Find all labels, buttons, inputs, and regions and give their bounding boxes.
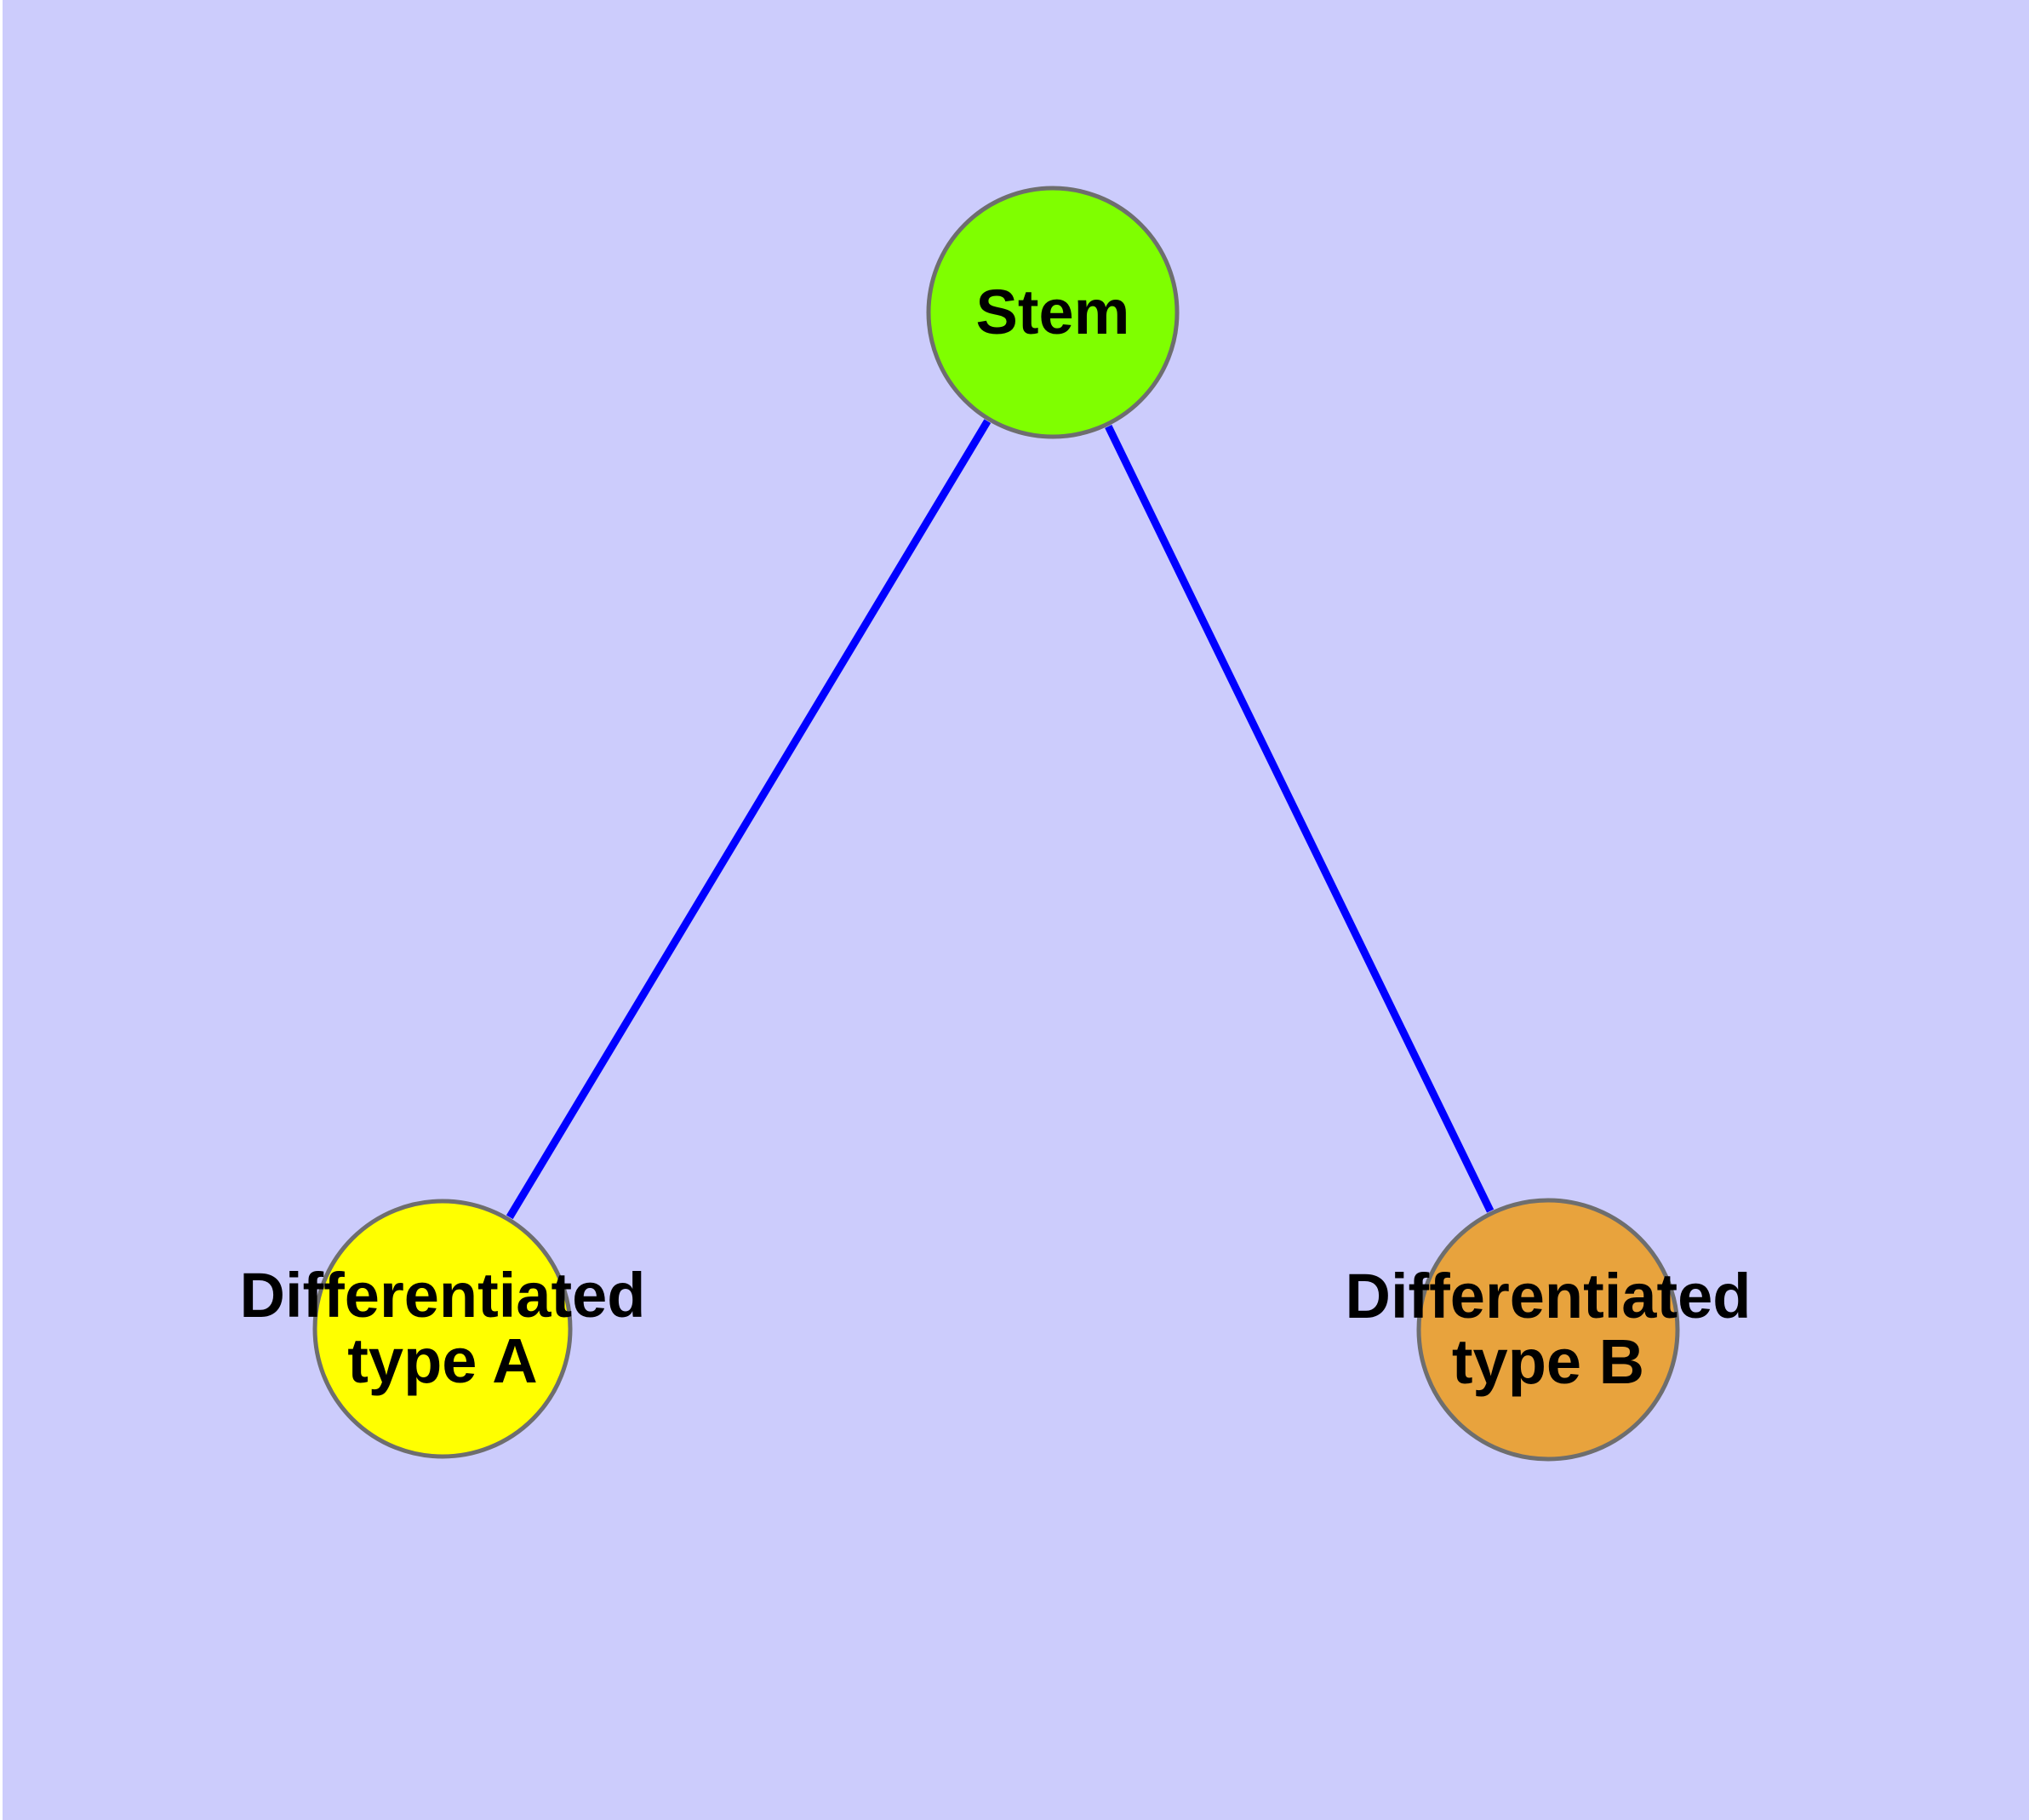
edge-stem-diff_a[interactable] bbox=[506, 419, 992, 1220]
node-diff_b[interactable] bbox=[1416, 1198, 1680, 1462]
node-stem[interactable] bbox=[926, 186, 1180, 439]
edge-stem-diff_b[interactable] bbox=[1105, 424, 1495, 1213]
edge-layer bbox=[506, 419, 1495, 1220]
node-layer bbox=[312, 186, 1680, 1462]
node-diff_a[interactable] bbox=[312, 1199, 573, 1459]
